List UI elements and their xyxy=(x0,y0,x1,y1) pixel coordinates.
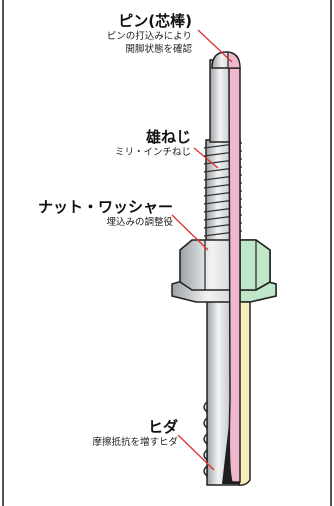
nut-section xyxy=(239,239,271,291)
burr-ridges xyxy=(203,400,208,478)
burr-label-title: ヒダ xyxy=(147,418,178,436)
nut-leader xyxy=(171,214,209,251)
pin-label-desc-2: 開脚状態を確認 xyxy=(125,44,192,55)
male-thread-label-title: 雄ねじ xyxy=(145,128,191,146)
burr-label-desc: 摩擦抵抗を増すヒダ xyxy=(92,437,178,448)
male-thread-label: 雄ねじ ミリ・インチねじ xyxy=(115,128,191,159)
pin-label-title: ピン(芯棒) xyxy=(118,12,192,30)
nut-washer-label-title: ナット・ワッシャー xyxy=(37,198,173,216)
nut-washer-label: ナット・ワッシャー 埋込みの調整役 xyxy=(38,198,173,229)
thread-leader xyxy=(193,147,219,169)
burr-leader xyxy=(177,434,215,471)
male-thread-label-desc: ミリ・インチねじ xyxy=(114,147,191,158)
burr-label: ヒダ 摩擦抵抗を増すヒダ xyxy=(92,418,178,449)
pin-label-desc-1: ピンの打込みにより xyxy=(106,31,192,42)
nut-washer-label-desc: 埋込みの調整役 xyxy=(106,217,173,228)
pin xyxy=(228,67,241,483)
pin-leader xyxy=(197,29,233,63)
pin-head-section xyxy=(227,51,241,69)
pin-label: ピン(芯棒) ピンの打込みにより 開脚状態を確認 xyxy=(107,12,192,56)
sleeve-section xyxy=(238,301,251,486)
